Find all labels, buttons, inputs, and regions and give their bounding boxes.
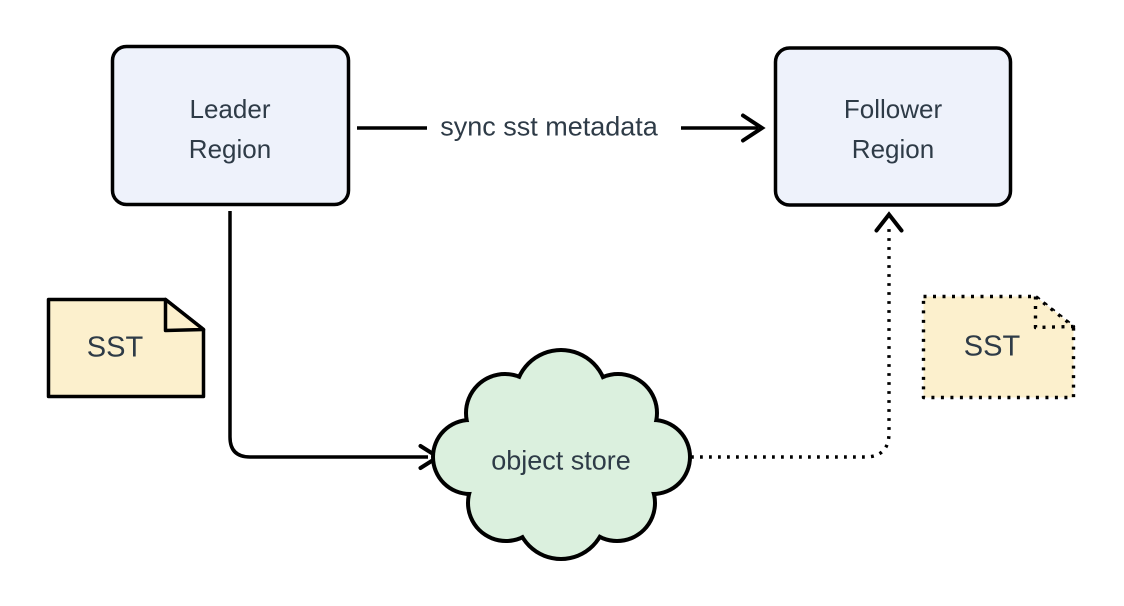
sst-replica-shape (921, 294, 1076, 400)
arrowhead-right-icon (741, 113, 766, 143)
edge-upload-sst (228, 211, 442, 470)
document-folded-corner-icon (163, 297, 206, 333)
leader-region-label-line1: Leader (189, 94, 271, 124)
edge-fetch-path (691, 226, 891, 459)
leader-region-label: Leader Region (189, 89, 271, 169)
leader-region-label-line2: Region (188, 134, 272, 164)
sync-metadata-edge-label: sync sst metadata (434, 111, 664, 143)
follower-region-label: Follower Region (844, 89, 942, 169)
object-store-cloud (431, 348, 692, 561)
leader-region-box (110, 44, 351, 207)
follower-region-label-line1: Follower (843, 94, 943, 124)
edge-sync-metadata (357, 113, 766, 143)
follower-region-box (773, 46, 1013, 207)
sst-source-label: SST (86, 331, 144, 364)
arrowhead-up-icon (874, 211, 904, 233)
cloud-fill (435, 352, 688, 557)
object-store-label: object store (491, 445, 631, 476)
edge-fetch-sst (691, 211, 904, 459)
edge-upload-path (228, 211, 428, 459)
sst-source-shape (46, 297, 206, 399)
document-folded-corner-icon (1033, 294, 1076, 330)
follower-region-label-line2: Region (851, 134, 935, 164)
sst-replica-label: SST (963, 330, 1021, 363)
